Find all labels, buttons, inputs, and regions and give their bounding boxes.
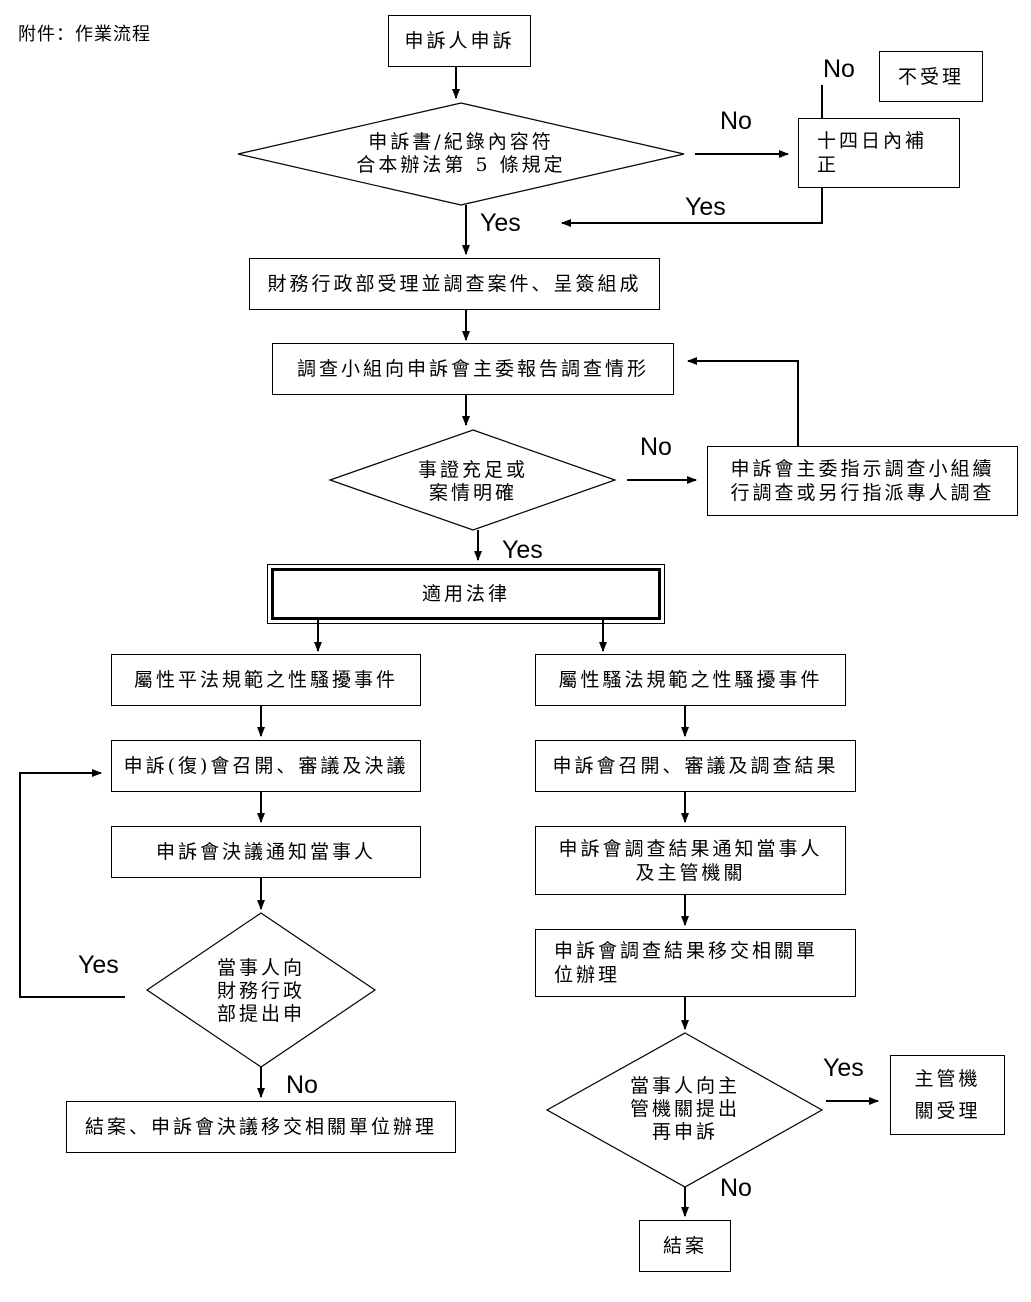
- evidence-diamond: [328, 429, 617, 531]
- supplement-line1: 十四日內補: [817, 130, 928, 152]
- check-line1: 申訴書/紀錄內容符: [368, 131, 554, 153]
- left-close-box: 結案、申訴會決議移交相關單位辦理: [66, 1101, 456, 1153]
- gender-equality-box: 屬性平法規範之性騷擾事件: [111, 654, 421, 706]
- check-diamond: [237, 102, 685, 206]
- evidence-line1: 事證充足或: [417, 459, 528, 481]
- supplement-line2: 正: [817, 154, 840, 176]
- authority-box: 主管機 關受理: [890, 1055, 1005, 1135]
- page-header: 附件：作業流程: [18, 24, 151, 45]
- right-transfer-line2: 位辦理: [554, 964, 621, 986]
- gender-equality-text: 屬性平法規範之性騷擾事件: [133, 669, 398, 691]
- left-notify-box: 申訴會決議通知當事人: [111, 826, 421, 878]
- right-transfer-box: 申訴會調查結果移交相關單 位辦理: [535, 929, 856, 997]
- right-transfer-line1: 申訴會調查結果移交相關單: [554, 940, 819, 962]
- left-close-text: 結案、申訴會決議移交相關單位辦理: [84, 1116, 437, 1138]
- label-no-appeal: No: [286, 1071, 318, 1099]
- accept-text: 財務行政部受理並調查案件、呈簽組成: [267, 273, 642, 295]
- evidence-text: 事證充足或 案情明確: [380, 459, 566, 505]
- reject-box: 不受理: [879, 51, 983, 102]
- accept-box: 財務行政部受理並調查案件、呈簽組成: [249, 258, 660, 310]
- authority-line1: 主管機: [914, 1068, 981, 1090]
- check-line2: 合本辦法第 5 條規定: [356, 154, 566, 176]
- label-yes-appeal: Yes: [78, 951, 119, 979]
- label-yes-supplement: Yes: [685, 193, 726, 221]
- start-box: 申訴人申訴: [388, 15, 531, 67]
- start-text: 申訴人申訴: [404, 30, 515, 52]
- harassment-act-text: 屬性騷法規範之性騷擾事件: [558, 669, 823, 691]
- label-yes-evidence: Yes: [502, 536, 543, 564]
- label-no-reject: No: [823, 55, 855, 83]
- label-yes-reappeal: Yes: [823, 1054, 864, 1082]
- reappeal-line1: 當事人向主: [629, 1075, 740, 1097]
- continue-line1: 申訴會主委指示調查小組續: [730, 458, 995, 480]
- report-text: 調查小組向申訴會主委報告調查情形: [296, 358, 649, 380]
- reappeal-text: 當事人向主 管機關提出 再申訴: [612, 1075, 758, 1144]
- label-no-reappeal: No: [720, 1174, 752, 1202]
- right-notify-line1: 申訴會調查結果通知當事人: [558, 837, 823, 860]
- harassment-act-box: 屬性騷法規範之性騷擾事件: [535, 654, 846, 706]
- label-yes-check: Yes: [480, 209, 521, 237]
- law-box: 適用法律: [267, 564, 665, 624]
- label-no-check: No: [720, 107, 752, 135]
- evidence-line2: 案情明確: [428, 482, 517, 504]
- authority-line2: 關受理: [914, 1100, 981, 1122]
- right-meeting-text: 申訴會召開、審議及調查結果: [552, 755, 839, 777]
- supplement-box: 十四日內補 正: [798, 118, 960, 188]
- right-notify-box: 申訴會調查結果通知當事人 及主管機關: [535, 826, 846, 895]
- close-text: 結案: [662, 1235, 707, 1257]
- close-box: 結案: [639, 1220, 731, 1272]
- left-meeting-text: 申訴(復)會召開、審議及決議: [123, 755, 409, 777]
- right-meeting-box: 申訴會召開、審議及調查結果: [535, 740, 856, 792]
- right-notify-line2: 及主管機關: [635, 861, 746, 884]
- left-meeting-box: 申訴(復)會召開、審議及決議: [111, 740, 421, 792]
- label-no-evidence: No: [640, 433, 672, 461]
- appeal-line2: 財務行政: [216, 980, 305, 1002]
- law-text: 適用法律: [421, 583, 510, 605]
- appeal-line1: 當事人向: [216, 957, 305, 979]
- report-box: 調查小組向申訴會主委報告調查情形: [272, 343, 674, 395]
- appeal-line3: 部提出申: [216, 1003, 305, 1025]
- reappeal-line3: 再申訴: [651, 1121, 718, 1143]
- left-notify-text: 申訴會決議通知當事人: [155, 841, 376, 863]
- check-text: 申訴書/紀錄內容符 合本辦法第 5 條規定: [330, 131, 592, 177]
- appeal-text: 當事人向 財務行政 部提出申: [196, 957, 326, 1026]
- reject-text: 不受理: [897, 65, 964, 88]
- continue-line2: 行調查或另行指派專人調查: [730, 482, 995, 504]
- continue-box: 申訴會主委指示調查小組續 行調查或另行指派專人調查: [707, 446, 1018, 516]
- reappeal-line2: 管機關提出: [629, 1098, 740, 1120]
